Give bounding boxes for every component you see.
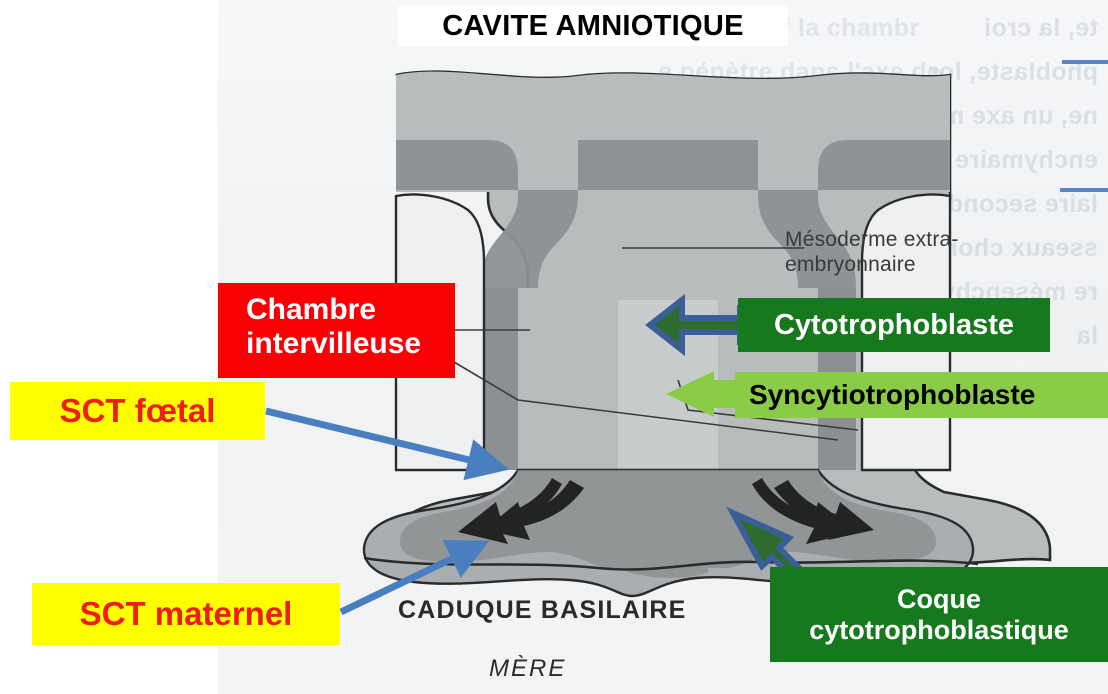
arrow-sct-foetal [265, 407, 510, 481]
label-syncytiotrophoblaste[interactable]: Syncytiotrophoblaste [735, 372, 1108, 418]
caduque-basilaire-label: CADUQUE BASILAIRE [398, 596, 687, 624]
mesoderme-label: Mésoderme extra- embryonnaire [785, 228, 959, 276]
label-sct-foetal[interactable]: SCT fœtal [10, 382, 265, 440]
stem-left-dark-column [480, 288, 518, 470]
slide-title: CAVITE AMNIOTIQUE [398, 6, 788, 46]
label-cytotrophoblaste[interactable]: Cytotrophoblaste [738, 298, 1050, 352]
coque-line-2: cytotrophoblastique [809, 614, 1069, 645]
mere-label: MÈRE [489, 655, 567, 682]
coque-line-1: Coque [897, 584, 981, 615]
label-chambre-intervilleuse[interactable]: Chambre intervilleuse [218, 283, 455, 378]
shell-shading-center [628, 470, 708, 578]
maternal-blood-flow-arrows [458, 478, 874, 544]
block-arrow-cytotrophoblaste [645, 293, 743, 357]
chorionic-plate-light [396, 71, 950, 192]
label-coque-cytotrophoblastique[interactable]: Coque cytotrophoblastique [770, 567, 1108, 662]
villus-core-highlight [618, 300, 718, 470]
label-sct-maternel[interactable]: SCT maternel [32, 583, 340, 645]
block-arrow-syncytiotrophoblaste [666, 371, 737, 417]
arrow-sct-maternel [339, 539, 490, 616]
